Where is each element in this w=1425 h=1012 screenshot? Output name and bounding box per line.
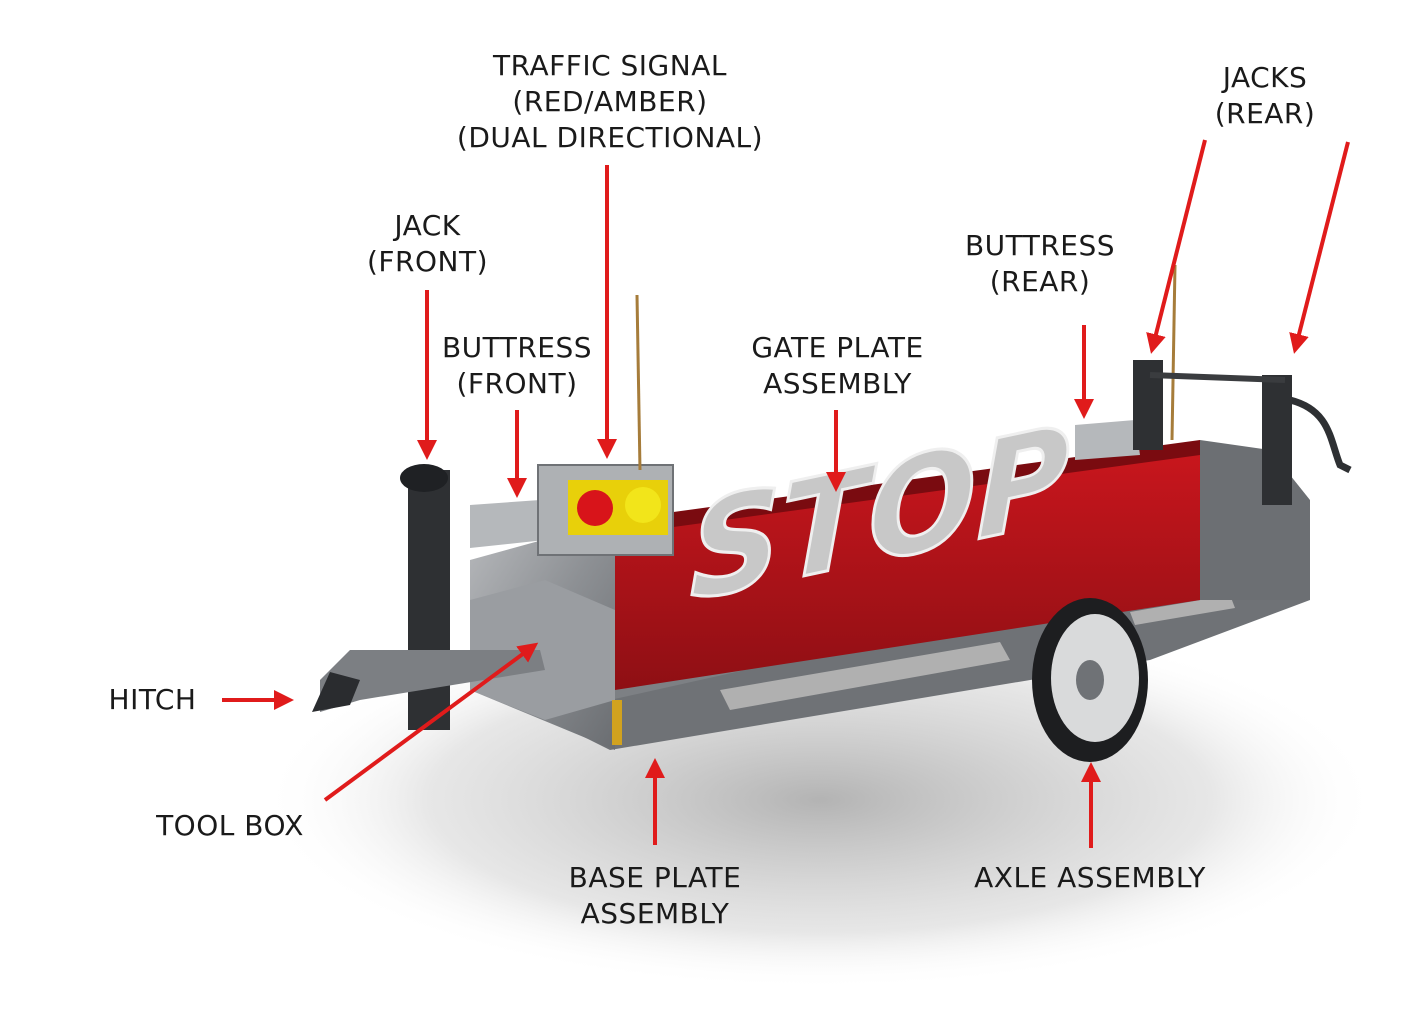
label-jack-front: JACK (FRONT) [367,209,488,278]
arrow-jacks-rear-left [1146,139,1207,354]
label-traffic-signal: TRAFFIC SIGNAL (RED/AMBER) (DUAL DIRECTI… [456,49,764,154]
rear-end-panel [1200,440,1310,600]
hitch-tongue [320,650,545,712]
arrow-jacks-rear-right [1289,141,1350,354]
rear-jack-right [1262,375,1292,505]
antenna-front [635,294,642,471]
arrow-tool-box [323,642,539,802]
label-axle: AXLE ASSEMBLY [974,861,1206,894]
signal-amber-light [625,487,661,523]
buttress-front [470,500,545,548]
ramp [720,642,1010,710]
label-buttress-front: BUTTRESS (FRONT) [441,331,593,400]
label-jacks-rear: JACKS (REAR) [1214,61,1316,130]
signal-red-light [577,490,613,526]
label-gate-plate: GATE PLATE ASSEMBLY [751,331,924,400]
callout-arrows [222,139,1350,848]
buttress-rear [1075,420,1140,460]
antenna-rear [1170,264,1177,441]
label-buttress-rear: BUTTRESS (REAR) [964,229,1116,298]
label-base-plate: BASE PLATE ASSEMBLY [568,861,742,930]
label-hitch: HITCH [108,683,197,716]
label-tool-box: TOOL BOX [156,809,304,842]
tool-box [470,580,615,720]
hitch [312,672,360,712]
